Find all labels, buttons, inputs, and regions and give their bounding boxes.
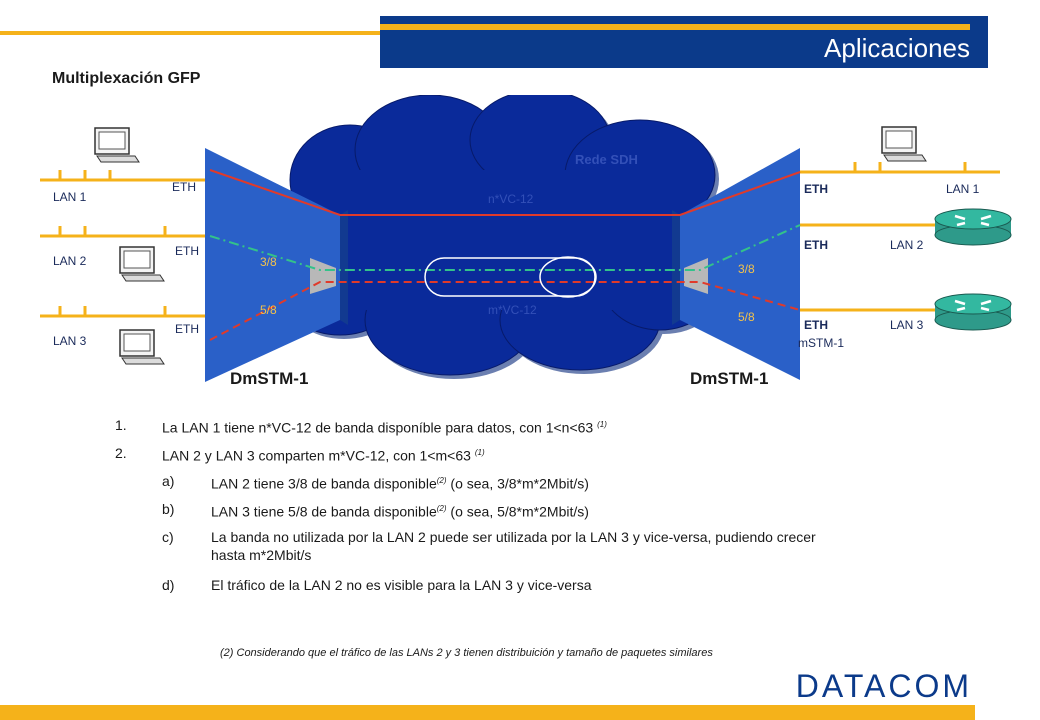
footnote-ref: (2) (436, 504, 447, 513)
left-eth1-label: ETH (172, 180, 196, 194)
right-dmstm-panel (672, 148, 800, 380)
page-title: Aplicaciones (824, 33, 970, 63)
right-lan2-label: LAN 2 (890, 238, 924, 252)
right-frac-3-8: 3/8 (738, 262, 755, 276)
left-lan3-label: LAN 3 (53, 334, 87, 348)
left-node-label: DmSTM-1 (230, 369, 308, 388)
right-lan1-label: LAN 1 (946, 182, 980, 196)
sublist-letter: d) (162, 577, 175, 593)
connection-lines (209, 169, 801, 341)
computer-icon (119, 329, 165, 365)
m-vc-container (424, 257, 596, 297)
list-text: La LAN 1 tiene n*VC-12 de banda disponíb… (162, 419, 598, 436)
sublist-text-tail: (o sea, 3/8*m*2Mbit/s) (446, 475, 589, 492)
router-icon (934, 208, 1012, 246)
sublist-text: El tráfico de la LAN 2 no es visible par… (211, 577, 592, 593)
left-lan1-label: LAN 1 (53, 190, 87, 204)
right-eth1-label: ETH (804, 182, 828, 196)
left-dmstm-panel (205, 148, 348, 382)
right-node-label: DmSTM-1 (690, 369, 768, 388)
n-vc-label: n*VC-12 (488, 192, 534, 206)
right-eth2-label: ETH (804, 238, 828, 252)
cloud-label: Rede SDH (575, 152, 638, 167)
list-number: 2. (115, 445, 127, 461)
network-diagram: Rede SDH n*VC-12 m*VC-12 LAN 1 LAN 2 LAN… (40, 95, 1012, 388)
right-frac-5-8: 5/8 (738, 310, 755, 324)
sublist-text-tail: (o sea, 5/8*m*2Mbit/s) (446, 503, 589, 520)
left-frac-5-8: 5/8 (260, 303, 277, 317)
sublist-letter: b) (162, 501, 175, 517)
computer-icon (881, 126, 927, 162)
left-lan2-label: LAN 2 (53, 254, 87, 268)
m-vc-label: m*VC-12 (488, 303, 537, 317)
header-gold-accent (380, 24, 970, 30)
list-number: 1. (115, 417, 127, 433)
sublist-text: LAN 2 tiene 3/8 de banda disponible (211, 475, 437, 492)
datacom-logo: DATACOM (795, 668, 972, 704)
sublist-letter: a) (162, 473, 175, 489)
section-subtitle: Multiplexación GFP (52, 70, 201, 87)
left-frac-3-8: 3/8 (260, 255, 277, 269)
right-lan3-label: LAN 3 (890, 318, 924, 332)
right-node-small-label: mSTM-1 (798, 336, 844, 350)
right-eth3-label: ETH (804, 318, 828, 332)
sublist-text-cont: hasta m*2Mbit/s (211, 547, 312, 563)
footnote-ref: (2) (436, 476, 447, 485)
sublist-text: La banda no utilizada por la LAN 2 puede… (211, 529, 816, 545)
sublist-letter: c) (162, 529, 174, 545)
router-icon (934, 293, 1012, 331)
left-eth3-label: ETH (175, 322, 199, 336)
footnote: (2) Considerando que el tráfico de las L… (220, 647, 713, 659)
sublist-text: LAN 3 tiene 5/8 de banda disponible (211, 503, 437, 520)
computer-icon (119, 246, 165, 282)
left-eth2-label: ETH (175, 244, 199, 258)
footnote-ref: (1) (474, 448, 485, 457)
computer-icon (94, 127, 140, 163)
footnote-ref: (1) (597, 420, 607, 429)
m-vc-overlap (539, 256, 597, 298)
footer-gold-bar (0, 705, 975, 720)
left-lan-lines (40, 170, 210, 318)
list-text: LAN 2 y LAN 3 comparten m*VC-12, con 1<m… (162, 447, 475, 464)
